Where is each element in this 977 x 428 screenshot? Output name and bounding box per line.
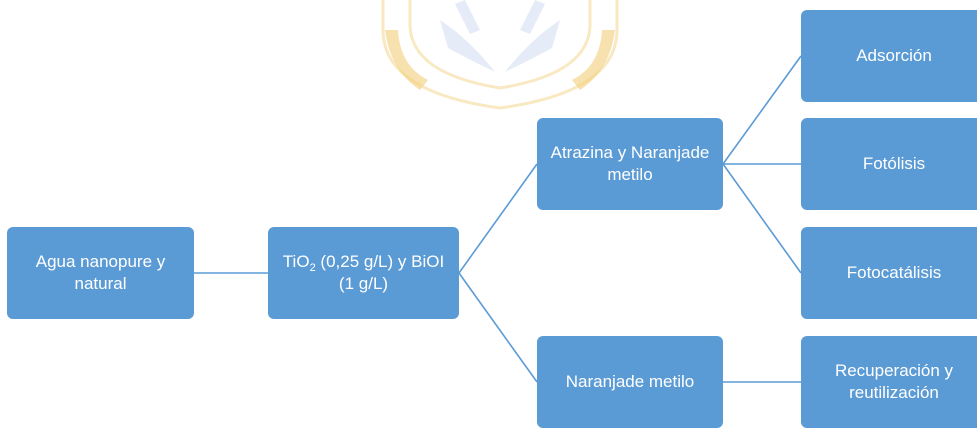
node-tio2-bioi: TiO2 (0,25 g/L) y BiOI (1 g/L)	[268, 227, 459, 319]
node-tio2-prefix: TiO	[282, 252, 310, 271]
node-fotocatalisis-label: Fotocatálisis	[846, 263, 942, 282]
node-fotolisis-label: Fotólisis	[862, 154, 926, 173]
node-recuperacion-label: Recuperación y reutilización	[834, 361, 954, 402]
node-recuperacion: Recuperación y reutilización	[801, 336, 977, 428]
node-adsorcion: Adsorción	[801, 10, 977, 102]
node-atrazina-label: Atrazina y Naranjade metilo	[550, 143, 710, 184]
node-naranja-metilo: Naranjade metilo	[537, 336, 723, 428]
node-tio2-subscript: 2	[309, 262, 316, 274]
node-agua-nanopure: Agua nanopure y natural	[7, 227, 194, 319]
connector-atrazina-adsorcion	[722, 55, 802, 165]
node-adsorcion-label: Adsorción	[856, 46, 932, 65]
node-agua-label: Agua nanopure y natural	[35, 252, 166, 293]
node-atrazina: Atrazina y Naranjade metilo	[537, 118, 723, 210]
connector-tio2-naranja	[458, 272, 538, 383]
node-tio2-label: TiO2 (0,25 g/L) y BiOI (1 g/L)	[274, 251, 453, 295]
node-fotolisis: Fotólisis	[801, 118, 977, 210]
connector-tio2-atrazina	[458, 163, 538, 274]
node-fotocatalisis: Fotocatálisis	[801, 227, 977, 319]
connector-atrazina-fotocatalisis	[722, 163, 802, 274]
node-tio2-rest: (0,25 g/L) y BiOI (1 g/L)	[315, 252, 445, 293]
node-naranja-label: Naranjade metilo	[565, 372, 695, 391]
